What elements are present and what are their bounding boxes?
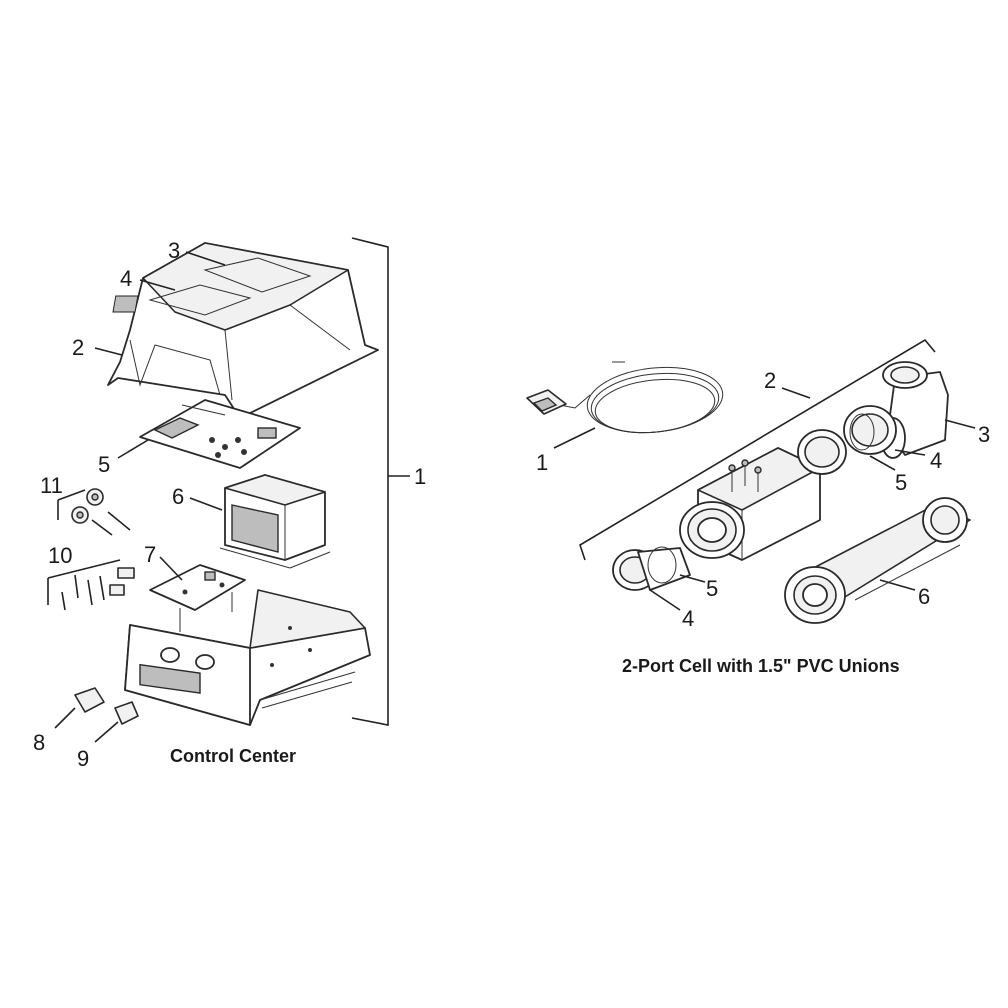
connector-8 [54,687,105,729]
cell-callout-5-upper: 5 [895,470,907,495]
cell-union-right [797,429,847,475]
pipe-assembly [784,497,971,624]
cell-callout-2: 2 [764,368,776,393]
cell-callout-5-lower: 5 [706,576,718,601]
left-callouts: 1 2 3 4 5 6 7 8 9 10 11 [33,238,426,771]
cell-callout-6: 6 [918,584,930,609]
right-callouts: 1 2 3 4 5 4 5 6 [536,368,990,631]
connector-9 [94,701,139,743]
cover-housing [107,242,379,419]
callout-6: 6 [172,484,184,509]
callout-8: 8 [33,730,45,755]
cell-caption: 2-Port Cell with 1.5" PVC Unions [622,656,900,676]
hardware-kit-10 [47,559,135,611]
cell-callout-3: 3 [978,422,990,447]
circuit-board [139,399,301,469]
small-board [149,564,246,632]
right-leader-lines [649,419,976,611]
callout-9: 9 [77,746,89,771]
cell-callout-4-upper: 4 [930,448,942,473]
transformer [219,474,331,569]
assembly-bracket [351,237,410,726]
cell-callout-4-lower: 4 [682,606,694,631]
cell-diagram: 1 2 3 4 5 4 5 6 2-Port Cell with 1.5" PV… [526,338,990,676]
chassis-base [124,589,371,726]
cell-union-left [679,501,745,559]
union-upper [843,405,897,455]
callout-4: 4 [120,266,132,291]
cell-cable [526,361,724,449]
callout-7: 7 [144,542,156,567]
callout-1: 1 [414,464,426,489]
callout-2: 2 [72,335,84,360]
control-center-diagram: 1 2 3 4 5 6 7 8 9 10 11 Control Center [33,237,426,771]
callout-11: 11 [40,473,63,498]
callout-3: 3 [168,238,180,263]
hardware-kit-11 [57,488,131,536]
cell-callout-1: 1 [536,450,548,475]
callout-5: 5 [98,452,110,477]
control-center-caption: Control Center [170,746,296,766]
left-leader-lines [94,251,226,581]
callout-10: 10 [48,543,72,568]
cell-assembly-bracket [579,338,936,561]
union-lower [612,546,691,591]
